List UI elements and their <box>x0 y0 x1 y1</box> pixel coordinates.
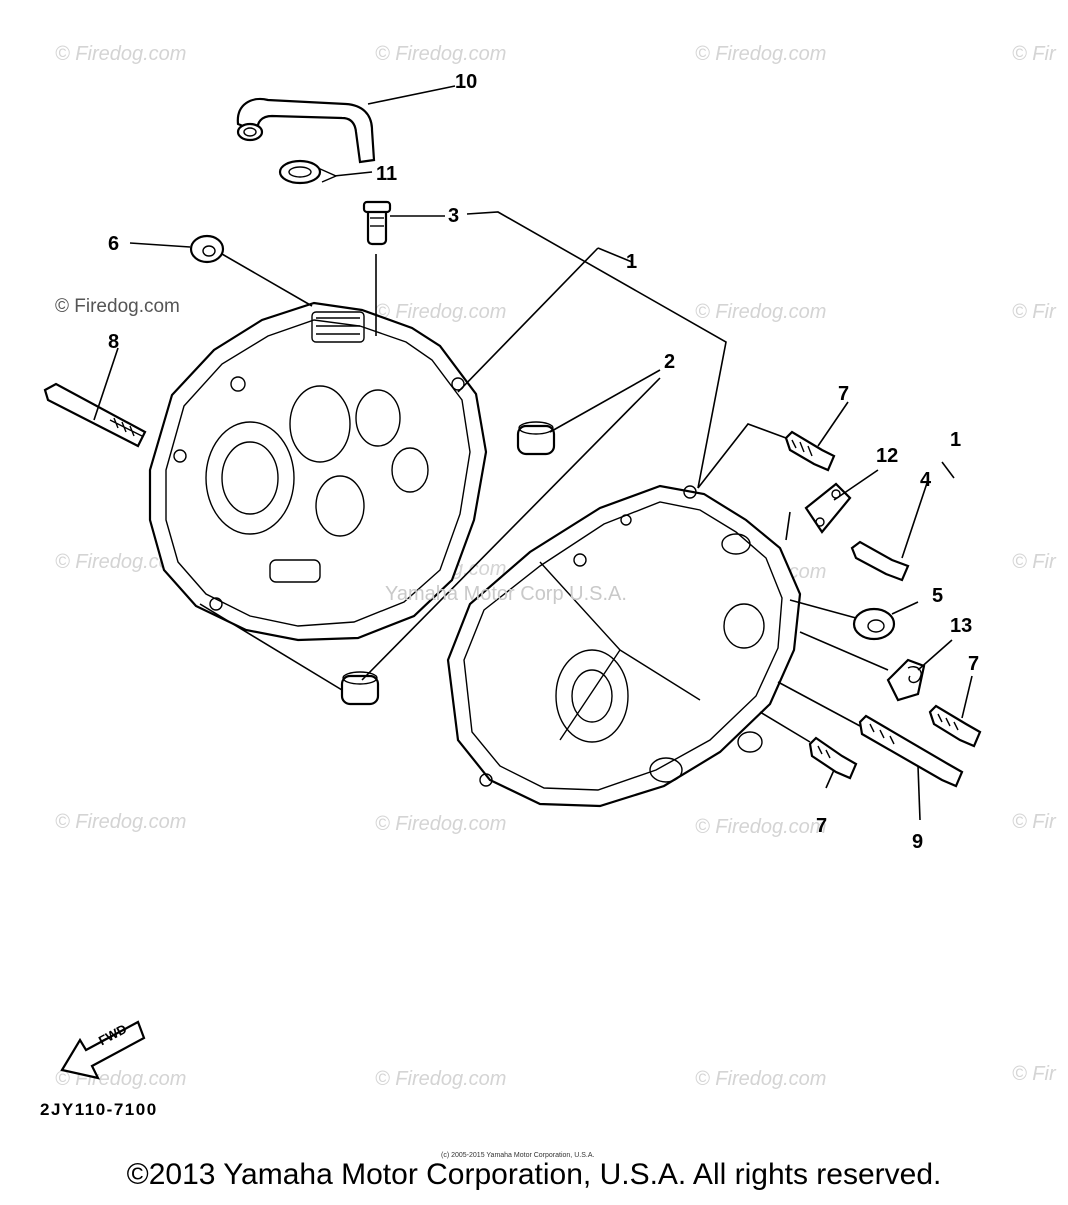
watermark: © Firedog.com <box>375 301 506 323</box>
watermark: © Fir <box>1012 43 1057 65</box>
watermarks: © Firedog.com © Firedog.com © Firedog.co… <box>55 43 1057 1090</box>
part-bolt-7-bottom <box>808 736 858 780</box>
crankcase-right <box>446 484 802 808</box>
crankcase-left <box>148 301 488 642</box>
callout-7: 7 <box>838 383 849 405</box>
watermark: © Firedog.com <box>375 43 506 65</box>
callout-1: 1 <box>950 429 961 451</box>
watermark: © Firedog.com <box>375 813 506 835</box>
callout-6: 6 <box>108 233 119 255</box>
callout-2: 2 <box>664 351 675 373</box>
callouts: 10 11 3 6 1 8 2 7 12 1 4 5 13 7 7 9 <box>108 71 979 853</box>
callout-10: 10 <box>455 71 477 93</box>
callout-1: 1 <box>626 251 637 273</box>
part-bracket-12 <box>804 482 852 534</box>
callout-4: 4 <box>920 469 932 491</box>
watermark: © Firedog.com <box>55 551 186 573</box>
part-breather-hose <box>236 97 376 164</box>
part-breather-fitting <box>362 200 392 246</box>
watermark: © Firedog.com <box>695 301 826 323</box>
callout-9: 9 <box>912 831 923 853</box>
part-hose-clip <box>278 159 338 185</box>
watermark: © Firedog.com <box>695 43 826 65</box>
watermark: © Fir <box>1012 811 1057 833</box>
callout-12: 12 <box>876 445 898 467</box>
part-spring-13 <box>886 658 926 702</box>
part-washer-5 <box>852 607 896 641</box>
callout-7: 7 <box>816 815 827 837</box>
part-bolt-7-right <box>928 704 982 748</box>
ghost-watermark: Yamaha Motor Corp U.S.A. <box>385 583 627 605</box>
watermark: © Firedog.com <box>55 811 186 833</box>
diagram-code: 2JY110-7100 <box>40 1100 158 1119</box>
callout-11: 11 <box>376 163 397 185</box>
part-dowel-pin-upper <box>516 421 556 456</box>
leader-lines <box>93 85 973 821</box>
callout-5: 5 <box>932 585 943 607</box>
part-bolt-4 <box>850 540 910 582</box>
watermark: © Firedog.com <box>695 1068 826 1090</box>
watermark: © Firedog.com <box>695 816 826 838</box>
watermark: © Firedog.com <box>55 296 180 317</box>
part-dowel-pin-lower <box>340 671 380 706</box>
part-washer-6 <box>189 234 225 264</box>
callout-13: 13 <box>950 615 972 637</box>
watermark: © Firedog.com <box>55 43 186 65</box>
callout-7: 7 <box>968 653 979 675</box>
part-bolt-7-top <box>784 430 836 472</box>
forward-arrow-icon <box>60 1020 146 1080</box>
watermark: © Fir <box>1012 301 1057 323</box>
callout-8: 8 <box>108 331 119 353</box>
callout-3: 3 <box>448 205 459 227</box>
watermark: © Fir <box>1012 1063 1057 1085</box>
part-long-bolt-9 <box>858 714 964 788</box>
watermark: © Firedog.com <box>375 1068 506 1090</box>
fine-print: (c) 2005-2015 Yamaha Motor Corporation, … <box>441 1152 595 1159</box>
copyright-notice: ©2013 Yamaha Motor Corporation, U.S.A. A… <box>126 1158 942 1191</box>
watermark: © Fir <box>1012 551 1057 573</box>
